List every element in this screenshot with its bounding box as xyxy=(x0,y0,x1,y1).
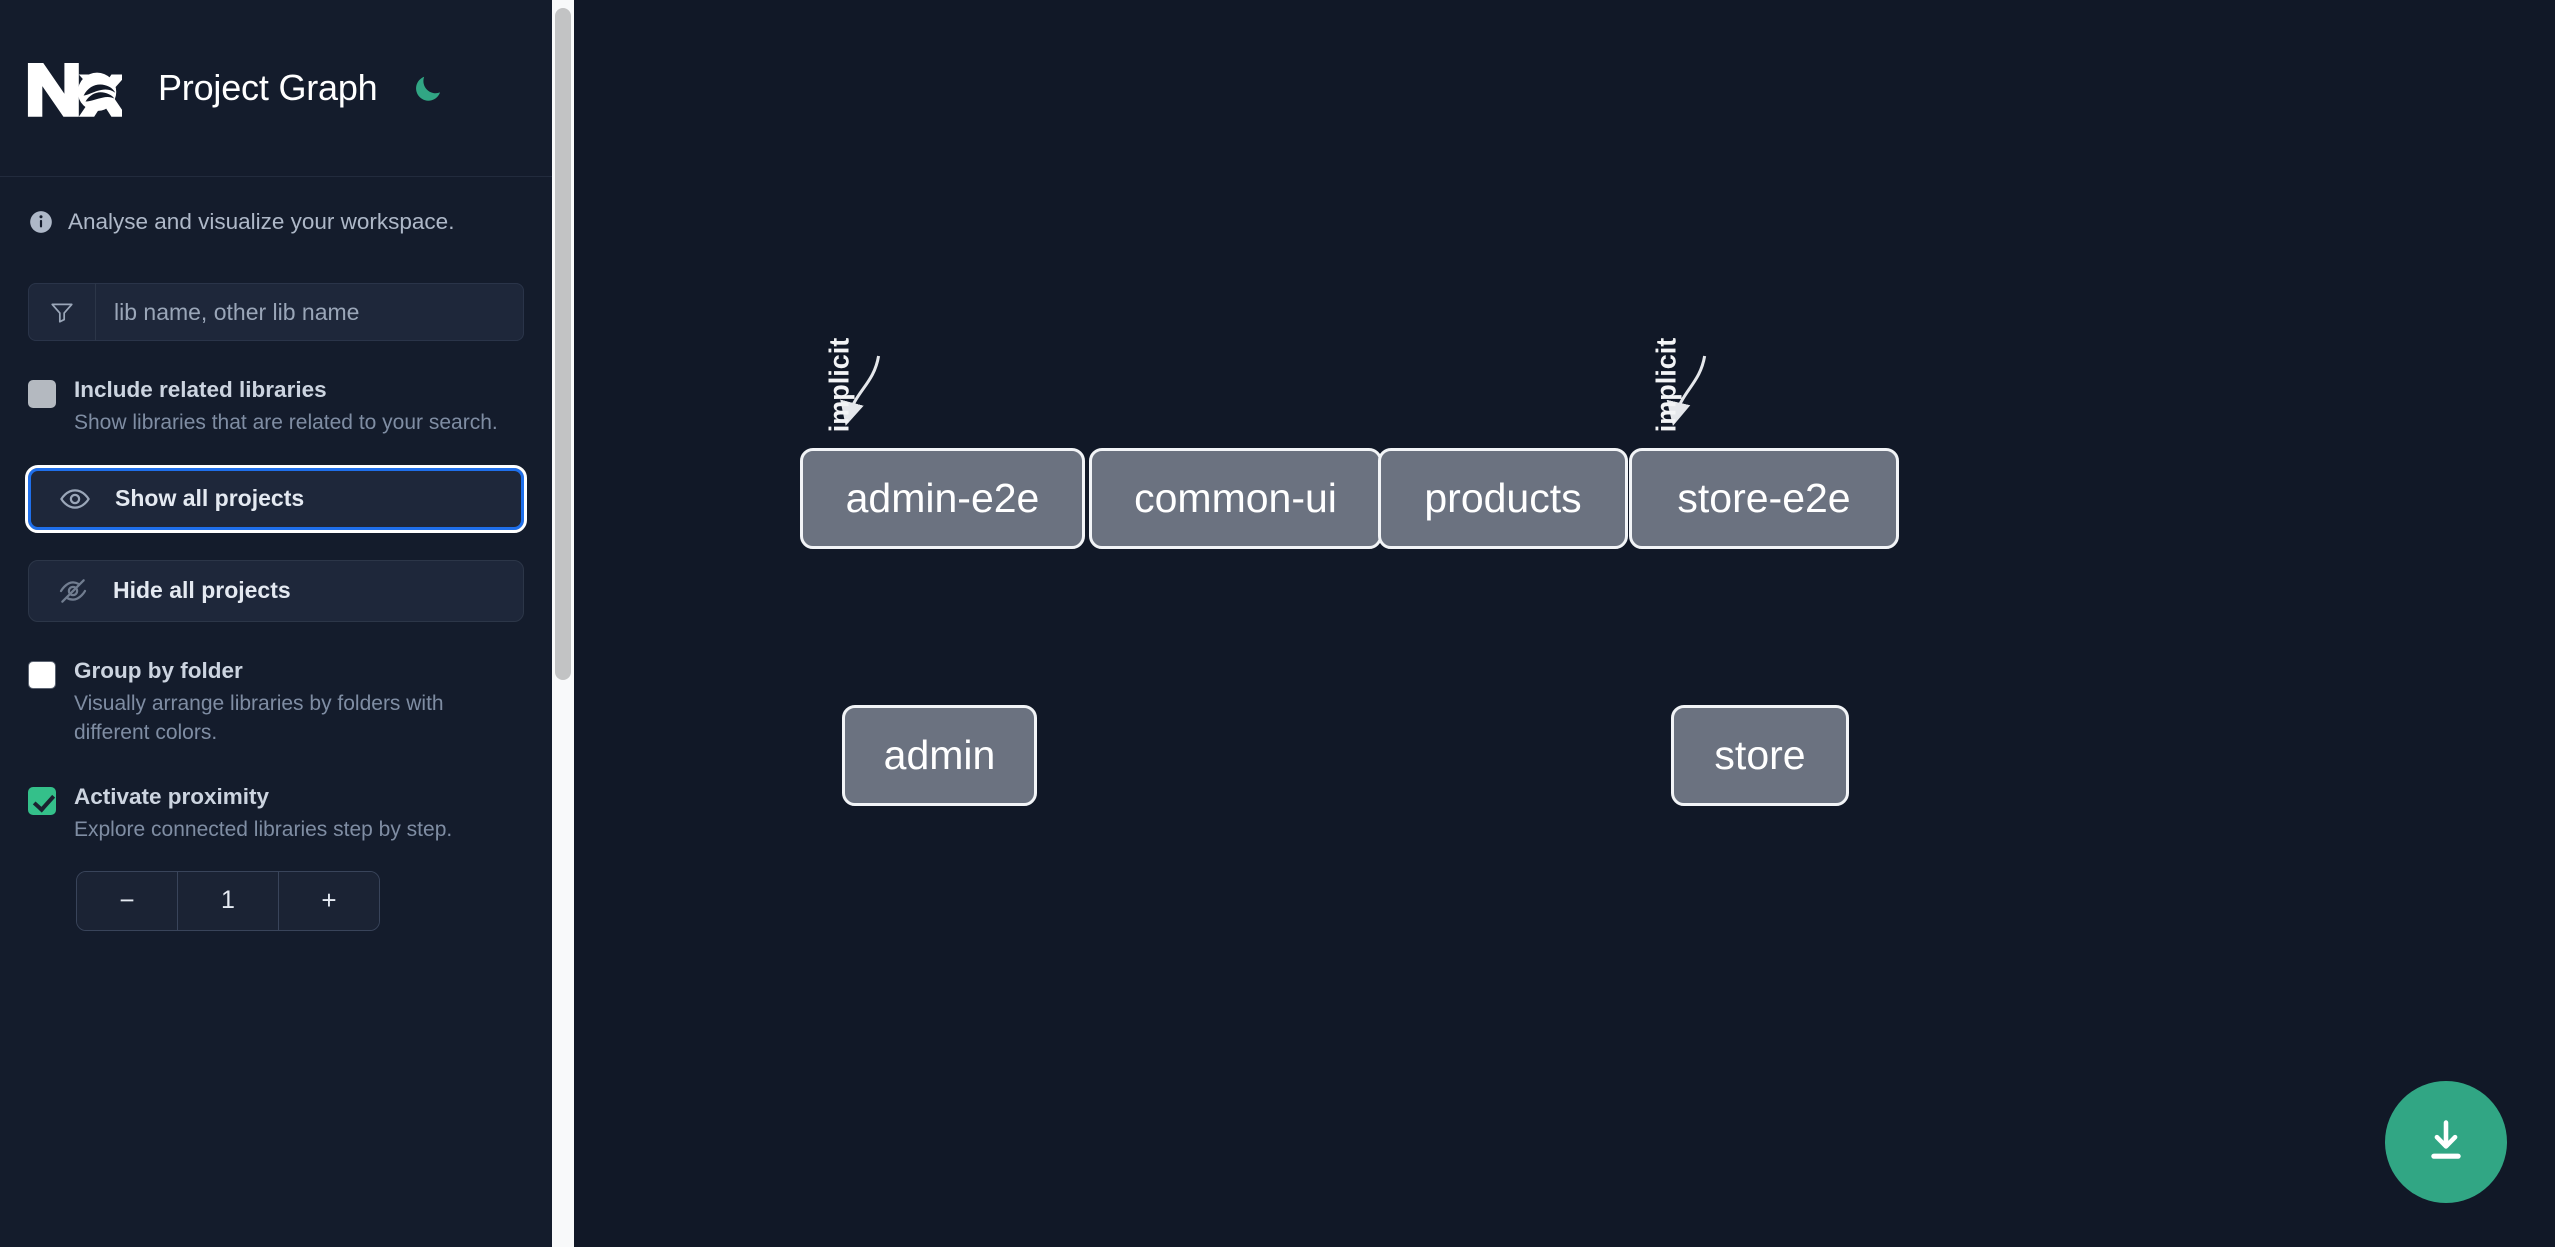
activate-proximity-label: Activate proximity xyxy=(74,784,270,810)
graph-node-label: admin xyxy=(883,732,996,778)
sidebar: Project Graph Analyse and visualize your… xyxy=(0,0,552,1247)
proximity-increment-button[interactable]: + xyxy=(279,871,379,930)
hide-all-projects-button[interactable]: Hide all projects xyxy=(28,559,524,622)
group-by-folder-label: Group by folder xyxy=(74,657,243,683)
graph-node-label: products xyxy=(1424,475,1582,521)
sidebar-controls: Include related libraries Show libraries… xyxy=(0,283,552,931)
proximity-value[interactable]: 1 xyxy=(178,871,278,930)
graph-node-label: admin-e2e xyxy=(845,475,1040,521)
graph-node-admin[interactable]: admin xyxy=(842,705,1037,806)
include-related-libraries-row: Include related libraries Show libraries… xyxy=(28,377,524,438)
eye-icon xyxy=(59,483,91,515)
download-icon xyxy=(2420,1115,2472,1170)
show-all-projects-button[interactable]: Show all projects xyxy=(25,464,527,533)
search-field[interactable] xyxy=(28,283,524,341)
graph-node-store[interactable]: store xyxy=(1671,705,1849,806)
page-title: Project Graph xyxy=(158,67,378,108)
download-graph-button[interactable] xyxy=(2385,1081,2507,1203)
graph-node-store-e2e[interactable]: store-e2e xyxy=(1629,448,1899,549)
graph-node-label: store xyxy=(1714,732,1806,778)
edge-label-implicit: implicit xyxy=(1650,338,1681,432)
activate-proximity-checkbox[interactable] xyxy=(28,787,56,816)
sidebar-scrollbar-thumb[interactable] xyxy=(555,8,571,680)
edge-label-implicit: implicit xyxy=(823,338,854,432)
graph-edges: implicit implicit xyxy=(823,338,1707,432)
eye-slash-icon xyxy=(57,575,89,607)
info-icon xyxy=(28,209,54,235)
show-all-projects-label: Show all projects xyxy=(115,485,305,512)
stepper-divider xyxy=(278,871,279,930)
graph-node-label: common-ui xyxy=(1134,475,1337,521)
moon-icon[interactable] xyxy=(408,68,448,108)
hide-all-projects-label: Hide all projects xyxy=(113,577,291,604)
graph-node-products[interactable]: products xyxy=(1378,448,1628,549)
activate-proximity-row: Activate proximity Explore connected lib… xyxy=(28,784,524,845)
nx-logo-icon xyxy=(26,57,127,119)
graph-node-label: store-e2e xyxy=(1677,475,1851,521)
stepper-divider xyxy=(177,871,178,930)
graph-node-admin-e2e[interactable]: admin-e2e xyxy=(800,448,1085,549)
proximity-decrement-button[interactable]: − xyxy=(77,871,177,930)
proximity-stepper: − 1 + xyxy=(76,870,380,931)
edge-store-e2e-store xyxy=(1666,355,1707,426)
tagline: Analyse and visualize your workspace. xyxy=(0,177,552,235)
include-related-libraries-label: Include related libraries xyxy=(74,377,327,402)
include-related-libraries-checkbox xyxy=(28,380,56,408)
group-by-folder-checkbox[interactable] xyxy=(28,660,56,689)
edge-admin-e2e-admin xyxy=(840,355,881,426)
graph-node-common-ui[interactable]: common-ui xyxy=(1089,448,1382,549)
tagline-text: Analyse and visualize your workspace. xyxy=(68,209,455,234)
sidebar-header: Project Graph xyxy=(0,0,552,177)
graph-canvas[interactable]: implicit implicit admin-e2e common-ui pr… xyxy=(552,0,2555,1247)
funnel-icon xyxy=(28,283,96,341)
group-by-folder-row: Group by folder Visually arrange librari… xyxy=(28,658,524,749)
group-by-folder-description: Visually arrange libraries by folders wi… xyxy=(74,691,444,745)
sidebar-body: Analyse and visualize your workspace. xyxy=(0,177,552,931)
include-related-libraries-description: Show libraries that are related to your … xyxy=(74,410,498,434)
activate-proximity-description: Explore connected libraries step by step… xyxy=(74,818,453,842)
search-input[interactable] xyxy=(96,283,524,341)
